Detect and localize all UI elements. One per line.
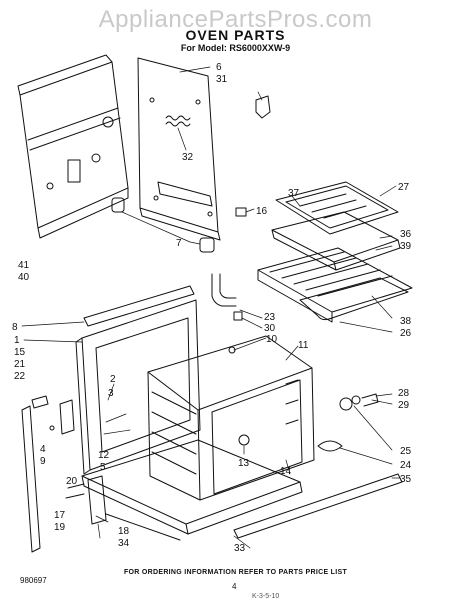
rear-insulation-panel <box>17 54 129 239</box>
callout-labels: 6 31 32 16 7 41 40 27 37 36 39 38 26 23 … <box>12 62 412 554</box>
callout-25: 25 <box>400 446 412 457</box>
callout-16: 16 <box>256 206 268 217</box>
callout-1: 1 <box>14 335 20 346</box>
ordering-note: FOR ORDERING INFORMATION REFER TO PARTS … <box>123 569 348 576</box>
callout-28: 28 <box>398 388 410 399</box>
oven-rack <box>257 247 413 323</box>
hinge-bracket <box>255 95 271 119</box>
callout-34: 34 <box>118 538 130 549</box>
callout-30: 30 <box>264 323 276 334</box>
page-number: 4 <box>232 582 237 591</box>
callout-17: 17 <box>54 510 66 521</box>
rear-panel <box>137 57 221 241</box>
vent-tube <box>211 273 243 321</box>
callout-22: 22 <box>14 371 26 382</box>
footer-tail-mark: K-3-5-10 <box>252 593 280 600</box>
callout-38: 38 <box>400 316 412 327</box>
oven-cavity <box>147 335 315 501</box>
callout-13: 13 <box>238 458 250 469</box>
callout-6: 6 <box>216 62 222 73</box>
bottom-trim <box>233 473 403 539</box>
model-line: For Model: RS6000XXW-9 <box>180 43 291 53</box>
watermark: AppliancePartsPros.com <box>98 6 373 33</box>
clip <box>235 207 247 217</box>
callout-12: 12 <box>98 450 110 461</box>
callout-9: 9 <box>40 456 46 467</box>
callout-24: 24 <box>400 460 412 471</box>
rear-bumpers <box>111 197 215 253</box>
top-trim <box>83 285 195 327</box>
callout-35: 35 <box>400 474 412 485</box>
side-trim-strip <box>21 405 41 553</box>
callout-32: 32 <box>182 152 194 163</box>
diagram-title: OVEN PARTS <box>185 27 286 43</box>
callout-41: 41 <box>18 260 30 271</box>
callout-39: 39 <box>400 241 412 252</box>
callout-37: 37 <box>288 188 300 199</box>
document-code: 980697 <box>20 576 47 585</box>
front-frame <box>75 299 201 475</box>
callout-7: 7 <box>176 238 182 249</box>
callout-19: 19 <box>54 522 66 533</box>
callout-15: 15 <box>14 347 26 358</box>
callout-33: 33 <box>234 543 246 554</box>
callout-11: 11 <box>298 340 309 351</box>
callout-3: 3 <box>108 388 114 399</box>
oven-light-assembly <box>339 393 379 411</box>
callout-4: 4 <box>40 444 46 455</box>
callout-20: 20 <box>66 476 78 487</box>
callout-14: 14 <box>280 466 292 477</box>
broiler-pan <box>271 211 401 271</box>
callout-26: 26 <box>400 328 412 339</box>
callout-27: 27 <box>398 182 410 193</box>
callout-36: 36 <box>400 229 412 240</box>
callout-21: 21 <box>14 359 26 370</box>
light-cover <box>317 440 343 452</box>
callout-40: 40 <box>18 272 30 283</box>
leader-lines <box>21 66 401 549</box>
bake-element <box>299 277 409 321</box>
callout-23: 23 <box>264 312 276 323</box>
oven-bottom <box>81 439 303 541</box>
callout-5: 5 <box>100 462 106 473</box>
callout-18: 18 <box>118 526 130 537</box>
callout-31: 31 <box>216 74 228 85</box>
callout-2: 2 <box>110 374 116 385</box>
callout-10: 10 <box>266 334 278 345</box>
spring <box>165 115 191 127</box>
callout-8: 8 <box>12 322 18 333</box>
door-hinge-parts <box>31 395 107 525</box>
callout-29: 29 <box>398 400 410 411</box>
